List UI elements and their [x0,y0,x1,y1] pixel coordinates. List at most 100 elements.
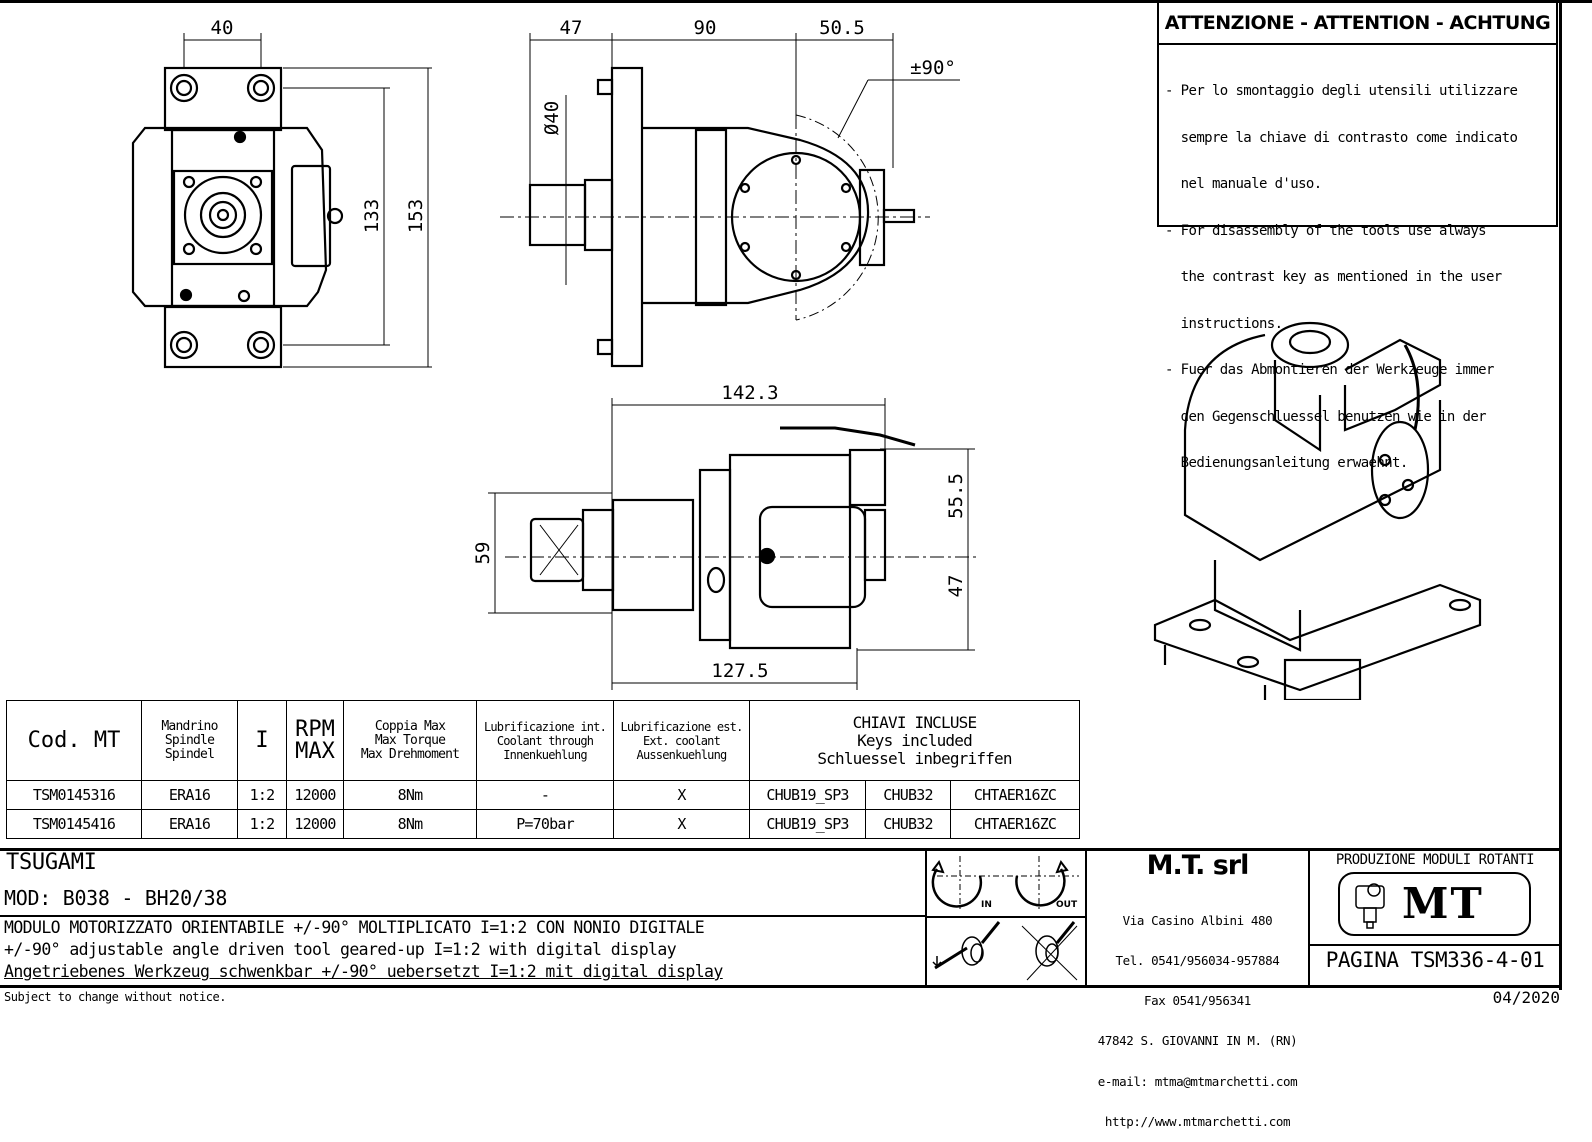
spec-table: Cod. MT Mandrino Spindle Spindel I RPM M… [6,700,1080,839]
header-rpm: RPM MAX [286,700,344,781]
dim-side-diameter: Ø40 [541,101,563,135]
top-view-drawing [529,426,916,650]
divider-v1 [925,851,927,985]
description-en: +/-90° adjustable angle driven tool gear… [4,940,677,959]
spec-table-header: Cod. MT Mandrino Spindle Spindel I RPM M… [6,700,1080,781]
top-view-dimensions [488,398,980,690]
cell-key3: CHTAER16ZC [950,780,1080,810]
attention-line: - Per lo smontaggio degli utensili utili… [1165,83,1518,99]
company-email[interactable]: e-mail: mtma@mtmarchetti.com [1097,1073,1298,1089]
attention-line: Bedienungsanleitung erwaehnt. [1165,455,1409,471]
header-spindle-en: Spindle [164,732,215,748]
dim-top-lower: 47 [945,575,967,598]
cell-key1: CHUB19_SP3 [749,809,866,839]
divider-h-page [1308,944,1562,946]
header-coolant-int-en: Coolant through [496,733,594,748]
company-tel: Tel. 0541/956034-957884 [1115,953,1280,969]
header-keys: CHIAVI INCLUSE Keys included Schluessel … [749,700,1080,781]
header-ratio: I [237,700,287,781]
dim-front-width: 40 [211,17,234,39]
cell-ratio: 1:2 [237,809,287,839]
header-torque: Coppia Max Max Torque Max Drehmoment [343,700,477,781]
dim-front-outer-height: 153 [405,199,427,233]
machine-name: TSUGAMI [6,850,97,875]
isometric-view-drawing [1153,321,1482,700]
cell-rpm: 12000 [286,780,344,810]
header-rpm-1: RPM [295,716,335,742]
rotation-out-icon [1007,856,1079,912]
logo-module-icon [1355,883,1385,929]
header-code: Cod. MT [6,700,142,781]
cell-coolant-int: - [476,780,614,810]
attention-line: instructions. [1165,315,1283,332]
attention-line: - Fuer das Abmontieren der Werkzeuge imm… [1165,362,1494,378]
header-spindle: Mandrino Spindle Spindel [141,700,238,781]
cell-key2: CHUB32 [865,780,951,810]
incorrect-wrench-icon [1021,921,1078,981]
header-keys-it: CHIAVI INCLUSE [852,712,977,732]
title-block-divider [0,915,925,917]
table-row: TSM0145416 ERA16 1:2 12000 8Nm P=70bar X… [6,809,1080,839]
header-coolant-int-de: Innenkuehlung [503,747,587,762]
cell-code: TSM0145416 [6,809,142,839]
header-torque-it: Coppia Max [374,718,446,734]
header-coolant-ext-it: Lubrificazione est. [620,719,743,734]
header-spindle-it: Mandrino [161,718,218,734]
cell-spindle: ERA16 [141,780,238,810]
page-number: PAGINA TSM336-4-01 [1325,948,1545,972]
top-border [0,0,1592,3]
cell-key3: CHTAER16ZC [950,809,1080,839]
side-view-dimensions [500,33,960,321]
cell-coolant-ext: X [613,780,750,810]
production-label: PRODUZIONE MODULI ROTANTI [1335,852,1535,868]
cell-coolant-ext: X [613,809,750,839]
attention-title: ATTENZIONE - ATTENTION - ACHTUNG [1159,3,1556,45]
rotation-direction-icons [931,856,1079,912]
header-keys-en: Keys included [857,730,973,750]
dim-top-height: 59 [472,542,494,565]
attention-line: - For disassembly of the tools use alway… [1165,222,1487,239]
header-torque-en: Max Torque [374,732,446,748]
wrench-usage-icons [932,921,1078,981]
title-block-bottom-line [0,985,1562,988]
technical-drawings: 40 133 153 47 90 50.5 ±90° Ø40 [131,17,1482,700]
divider-v2 [1085,851,1087,985]
company-fax: Fax 0541/956341 [1144,993,1251,1009]
company-website[interactable]: http://www.mtmarchetti.com [1104,1113,1291,1129]
cell-torque: 8Nm [343,809,477,839]
company-address-block: Via Casino Albini 480 Tel. 0541/956034-9… [1087,887,1308,1142]
attention-line: nel manuale d'uso. [1165,176,1323,192]
front-view-drawing [131,66,344,369]
dim-top-overall: 142.3 [721,382,778,404]
right-border [1559,0,1562,990]
header-torque-de: Max Drehmoment [360,746,460,762]
company-city: 47842 S. GIOVANNI IN M. (RN) [1097,1033,1298,1049]
cell-code: TSM0145316 [6,780,142,810]
disclaimer: Subject to change without notice. [4,990,226,1004]
logo-text: MT [1402,879,1484,928]
header-coolant-ext-de: Aussenkuehlung [636,747,728,762]
rotation-in-icon [931,856,1007,912]
cell-key2: CHUB32 [865,809,951,839]
company-address: Via Casino Albini 480 [1122,912,1273,928]
dim-side-50-5: 50.5 [819,17,865,39]
attention-text: - Per lo smontaggio degli utensili utili… [1159,45,1556,511]
attention-line: sempre la chiave di contrasto come indic… [1165,129,1518,146]
model-name: MOD: B038 - BH20/38 [4,886,228,910]
title-block-top-line [0,848,1562,851]
header-coolant-ext-en: Ext. coolant [642,733,721,748]
dim-side-47: 47 [560,17,583,39]
mt-logo: MT [1338,872,1531,936]
description-it: MODULO MOTORIZZATO ORIENTABILE +/-90° MO… [4,918,705,937]
description-de: Angetriebenes Werkzeug schwenkbar +/-90°… [4,962,723,981]
table-row: TSM0145316 ERA16 1:2 12000 8Nm - X CHUB1… [6,780,1080,810]
attention-line: the contrast key as mentioned in the use… [1165,269,1503,285]
cell-ratio: 1:2 [237,780,287,810]
rotation-in-label: IN [981,900,992,910]
header-keys-de: Schluessel inbegriffen [817,748,1012,768]
cell-coolant-int: P=70bar [476,809,614,839]
front-view-dimensions [183,33,432,368]
divider-v3 [1308,851,1310,985]
cell-spindle: ERA16 [141,809,238,839]
header-rpm-2: MAX [295,738,335,764]
